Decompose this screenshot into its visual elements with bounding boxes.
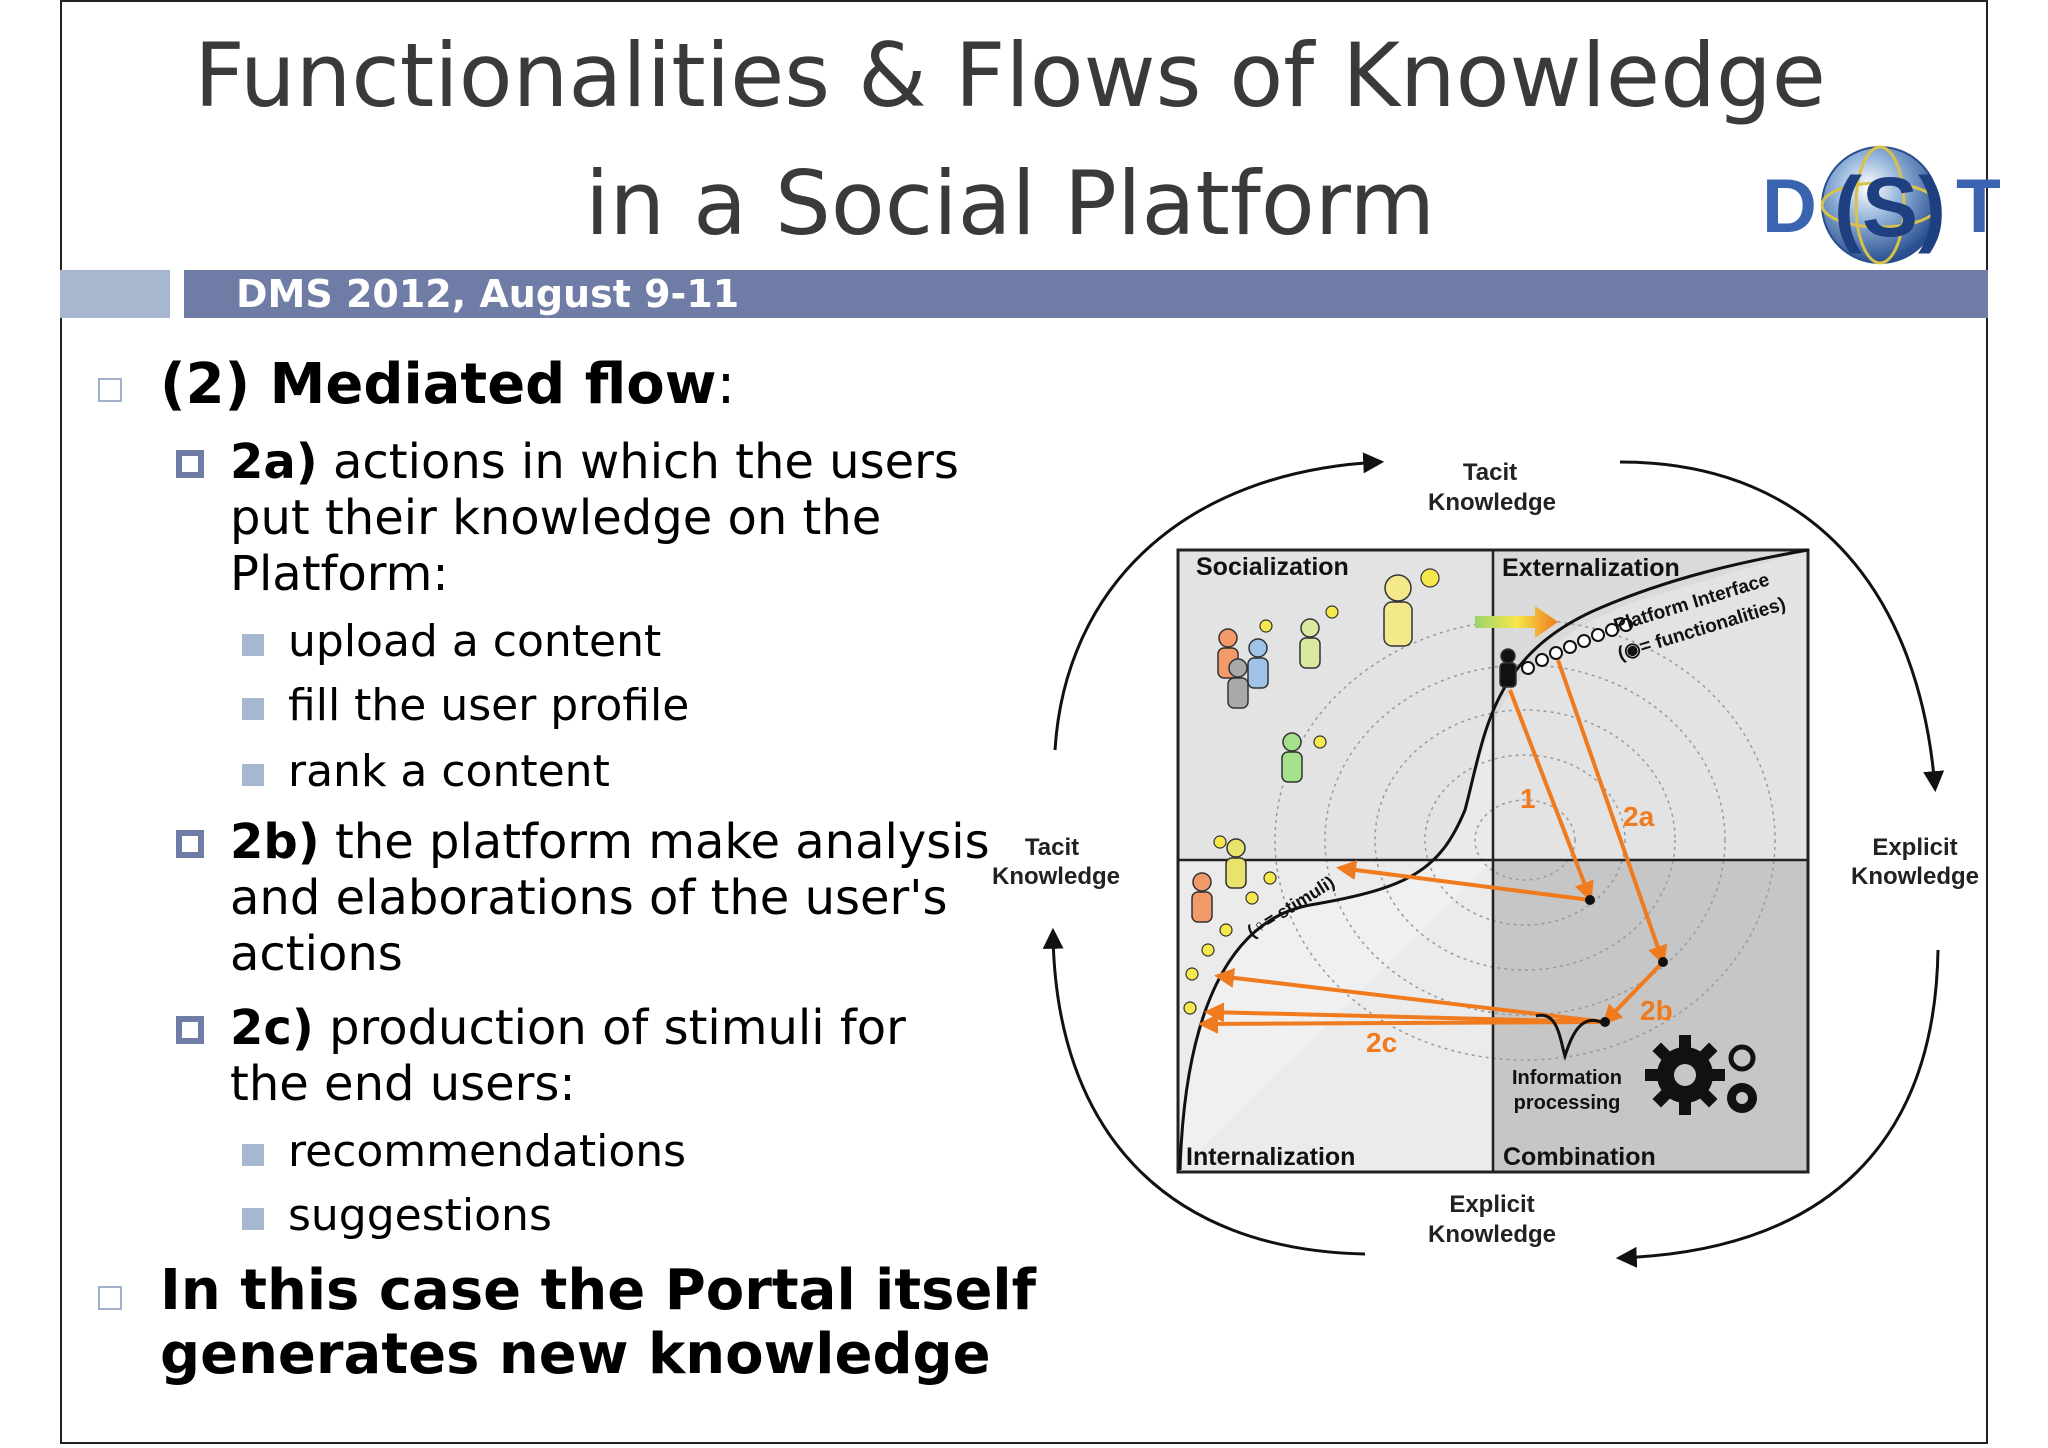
bullet-square-icon [98, 378, 122, 402]
bullet-square-icon [98, 1286, 122, 1310]
flow-label-1: 1 [1520, 783, 1536, 814]
bullet-2c-line2: the end users: [230, 1056, 576, 1112]
bullet-small-square-icon [242, 634, 264, 656]
subitem-recommendations: recommendations [288, 1126, 687, 1177]
svg-text:D: D [1762, 164, 1817, 249]
conclusion-line2: generates new knowledge [160, 1322, 991, 1387]
bullet-2a-line3: Platform: [230, 546, 449, 602]
conclusion-line1: In this case the Portal itself [160, 1258, 1036, 1323]
bullet-square-icon [176, 450, 204, 478]
cycle-arrow-bottom-right [1615, 949, 1940, 1268]
bullet-square-icon [176, 830, 204, 858]
quadrant-label-combination: Combination [1503, 1143, 1656, 1171]
conference-label: DMS 2012, August 9-11 [236, 272, 740, 316]
flow-label-2b: 2b [1640, 995, 1673, 1026]
label-explicit-bottom-2: Knowledge [1428, 1221, 1556, 1248]
bullet-small-square-icon [242, 1208, 264, 1230]
flow-label-2a: 2a [1623, 801, 1655, 832]
header-band [184, 270, 1988, 318]
label-tacit-left-1: Tacit [1025, 834, 1079, 861]
bullet-2b-line1: 2b) the platform make analysis [230, 814, 990, 870]
slide-frame [60, 0, 1988, 1444]
bullet-2a-label: 2a) [230, 434, 318, 490]
bullet-2c-label: 2c) [230, 1000, 314, 1056]
bullet-2b-label: 2b) [230, 814, 320, 870]
bullet-2a-text1: actions in which the users [333, 434, 959, 490]
bullet-mediated-flow-bold: (2) Mediated flow [160, 352, 717, 417]
flow-label-2c: 2c [1366, 1027, 1397, 1058]
quadrant-label-externalization: Externalization [1502, 554, 1680, 582]
subitem-suggestions: suggestions [288, 1190, 552, 1241]
bullet-small-square-icon [242, 764, 264, 786]
quadrant-label-socialization: Socialization [1196, 553, 1349, 581]
platform-interface-curve [1178, 548, 1809, 1171]
label-explicit-bottom-1: Explicit [1449, 1191, 1534, 1218]
gears-icon [1645, 1035, 1757, 1115]
bullet-2a-line1: 2a) actions in which the users [230, 434, 959, 490]
label-tacit-top-2: Knowledge [1428, 489, 1556, 516]
functionality-dots-icon [1521, 618, 1633, 675]
cycle-arrow-top-left [1053, 452, 1385, 751]
label-explicit-right-1: Explicit [1872, 834, 1957, 861]
bullet-small-square-icon [242, 1144, 264, 1166]
slide-title-line2: in a Social Platform [584, 152, 1436, 255]
lightbulb-icons [1183, 568, 1440, 1015]
svg-text:(S): (S) [1834, 160, 1946, 254]
header-band-accent [60, 270, 170, 318]
bullet-square-icon [176, 1016, 204, 1044]
bullet-2a-line2: put their knowledge on the [230, 490, 882, 546]
seci-knowledge-diagram: Tacit Knowledge Tacit Knowledge Explicit… [992, 452, 1979, 1268]
slide-title-line1: Functionalities & Flows of Knowledge [194, 24, 1826, 127]
quadrant-socialization [1178, 550, 1493, 860]
bullet-2b-line2: and elaborations of the user's [230, 870, 948, 926]
bullet-mediated-flow: (2) Mediated flow: [160, 352, 735, 417]
bullet-2b-text1: the platform make analysis [334, 814, 990, 870]
info-processing-label-1: Information [1512, 1067, 1622, 1089]
people-icons [1191, 574, 1517, 923]
bullet-2c-text1: production of stimuli for [329, 1000, 906, 1056]
info-processing-bracket [1535, 1013, 1606, 1062]
bullet-small-square-icon [242, 698, 264, 720]
svg-text:T: T [1956, 164, 2000, 249]
disit-logo: D (S) T [1762, 145, 2000, 265]
bullet-2b-line3: actions [230, 926, 403, 982]
subitem-fill-profile: fill the user profile [288, 680, 690, 731]
externalization-rainbow-arrow [1475, 606, 1558, 638]
info-processing-label-2: processing [1514, 1092, 1621, 1114]
subitem-upload-content: upload a content [288, 616, 662, 667]
subitem-rank-content: rank a content [288, 746, 610, 797]
cycle-arrow-top-right [1619, 460, 1945, 793]
label-explicit-right-2: Knowledge [1851, 863, 1979, 890]
label-tacit-left-2: Knowledge [992, 863, 1120, 890]
bullet-mediated-flow-colon: : [716, 352, 736, 417]
quadrant-label-internalization: Internalization [1186, 1143, 1355, 1171]
label-tacit-top-1: Tacit [1463, 459, 1517, 486]
bullet-2c-line1: 2c) production of stimuli for [230, 1000, 906, 1056]
quadrant-externalization [1493, 550, 1808, 860]
cycle-arrow-bottom-left [1042, 927, 1366, 1256]
